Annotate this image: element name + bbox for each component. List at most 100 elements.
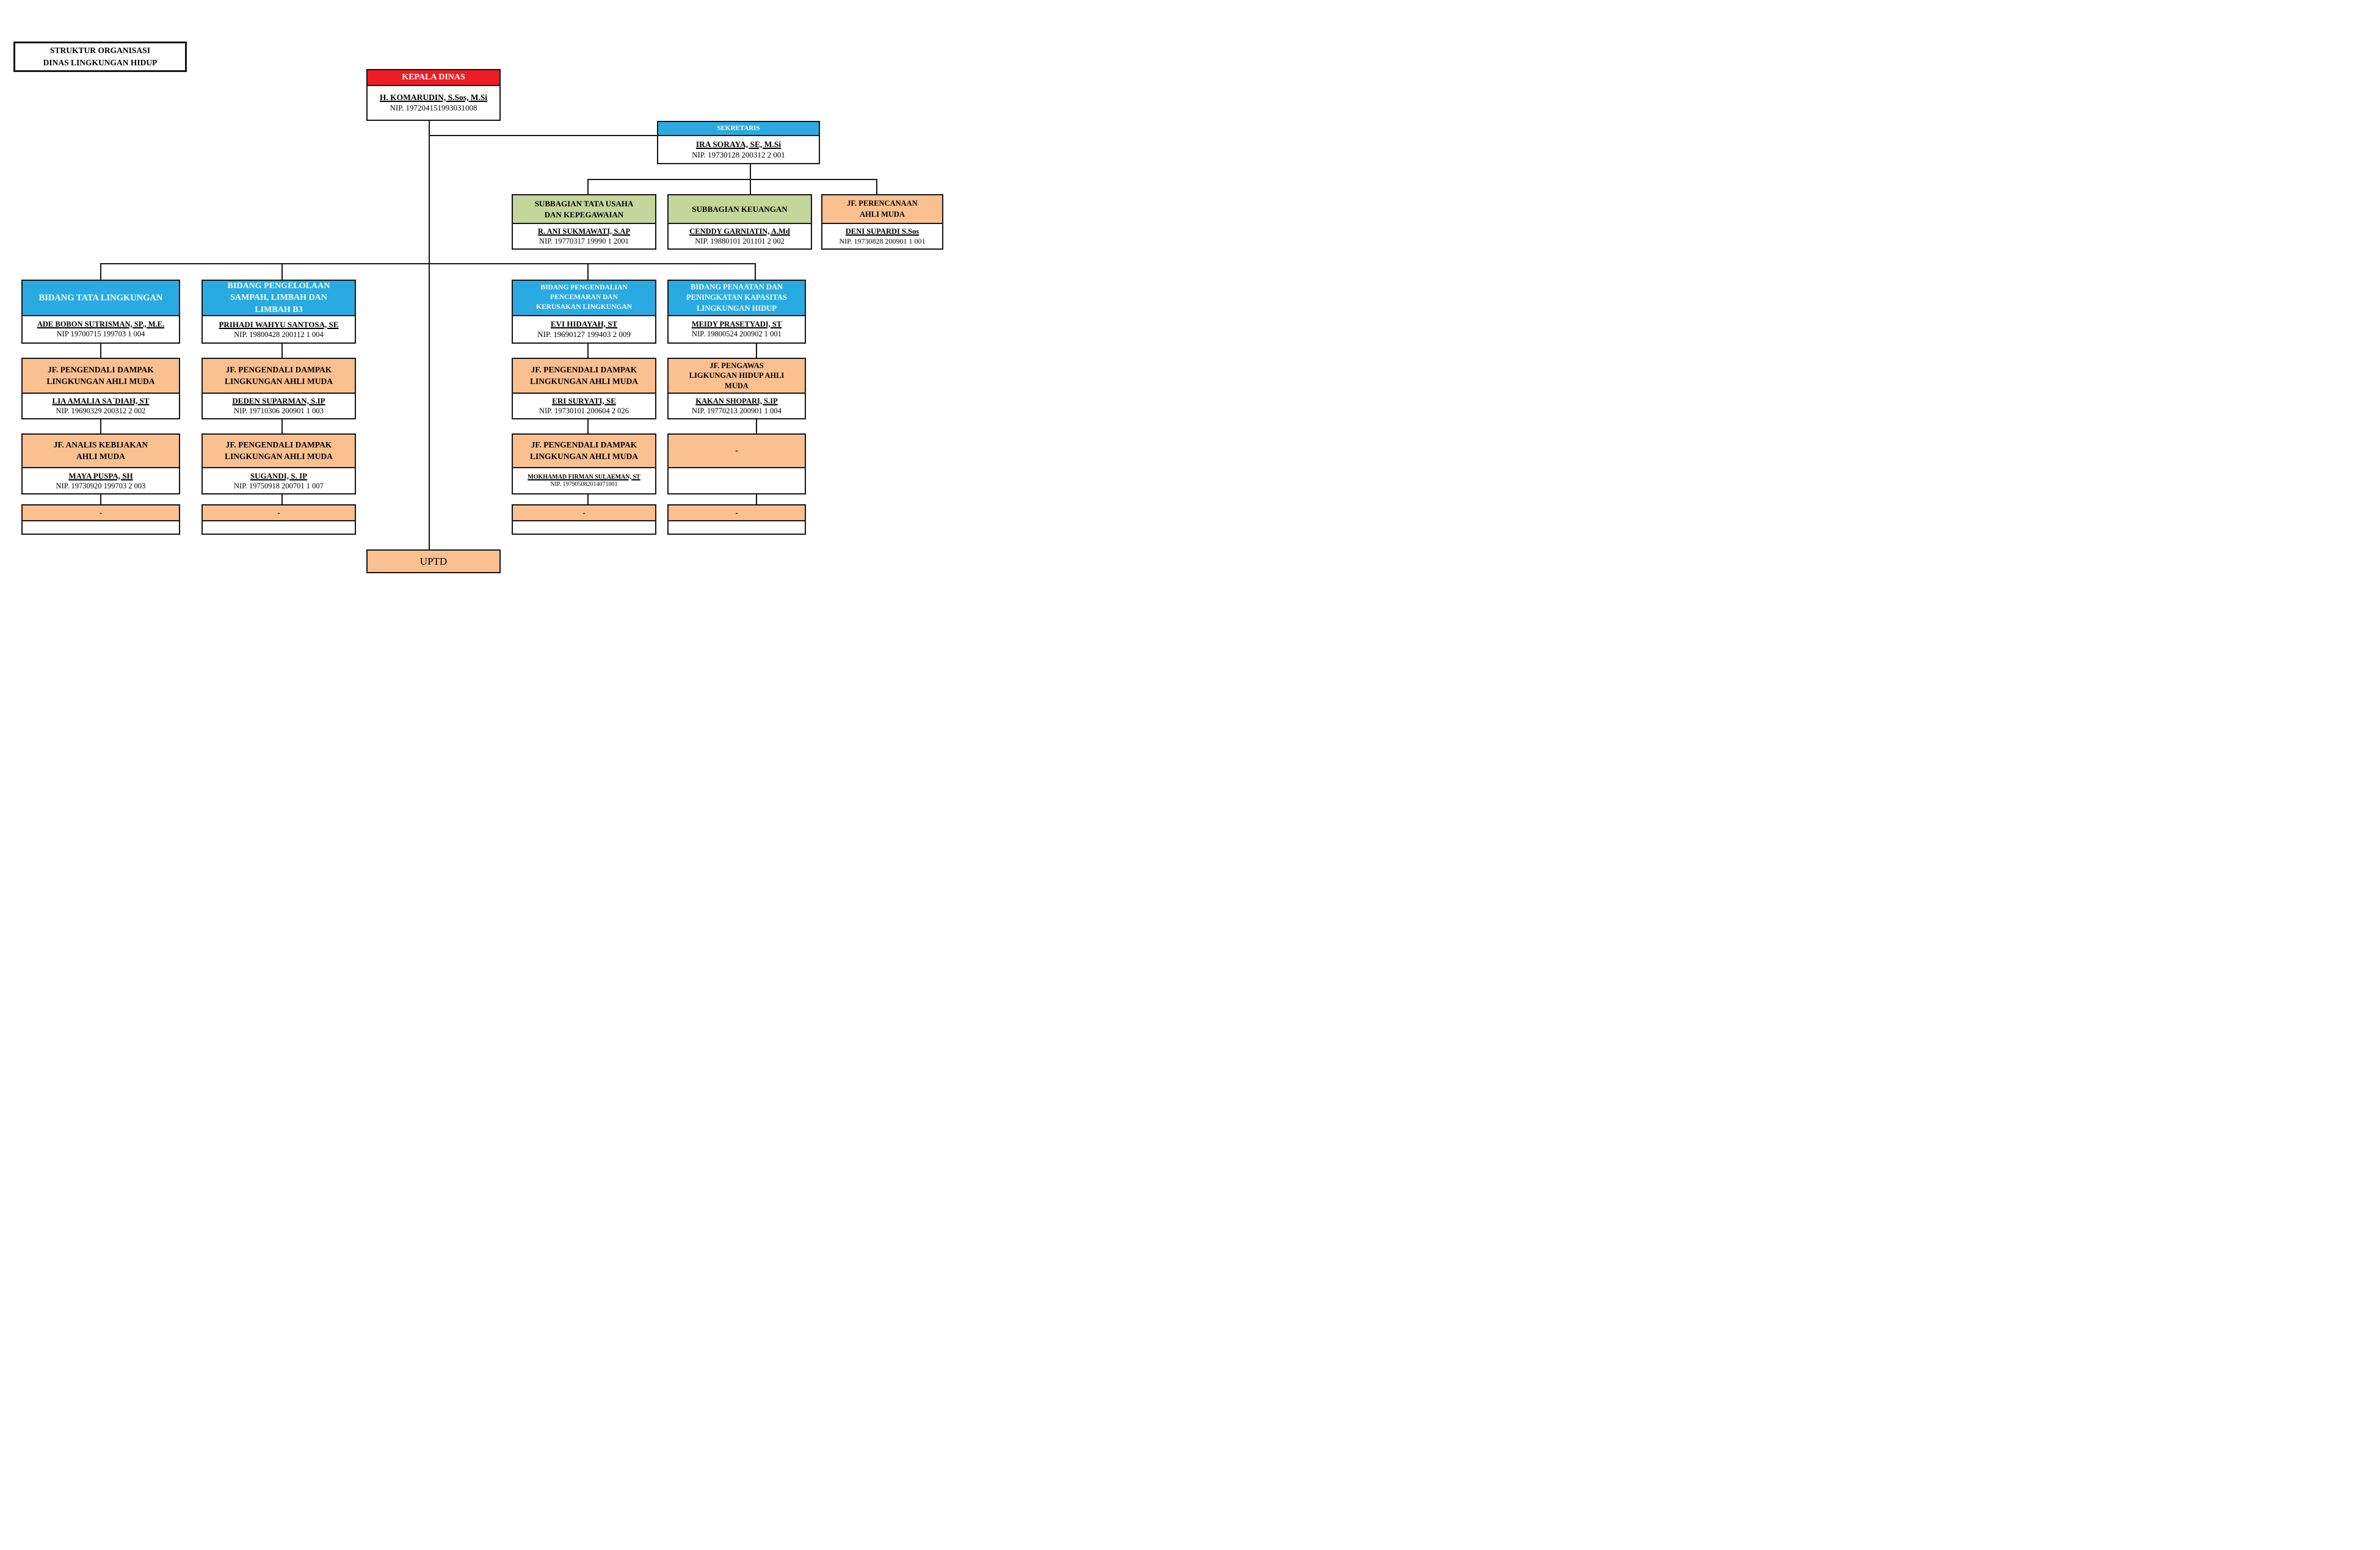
- connector-line: [281, 419, 283, 433]
- person-name: MAYA PUSPA, SH: [68, 471, 133, 480]
- node-subbagian-keuangan: SUBBAGIAN KEUANGAN CENDDY GARNIATIN, A.M…: [667, 194, 812, 250]
- node-header: JF. PENGENDALI DAMPAK LINGKUNGAN AHLI MU…: [23, 359, 179, 394]
- uptd-label: UPTD: [419, 555, 448, 567]
- person-nip: NIP. 19730828 200901 1 001: [839, 236, 926, 245]
- connector-line: [587, 419, 589, 433]
- person-nip: NIP. 19730128 200312 2 001: [692, 150, 785, 159]
- connector-line: [100, 419, 101, 433]
- node-jf-pengendali-dampak-3: JF. PENGENDALI DAMPAK LINGKUNGAN AHLI MU…: [512, 358, 656, 419]
- person-name: MOKHAMAD FIRMAN SULAEMAN, ST: [528, 474, 640, 480]
- connector-line: [587, 494, 589, 504]
- node-vacant-4: -: [512, 504, 656, 535]
- node-vacant-2: -: [21, 504, 180, 535]
- node-jf-pengendali-dampak-2: JF. PENGENDALI DAMPAK LINGKUNGAN AHLI MU…: [201, 358, 356, 419]
- node-header: JF. PENGAWAS LIGKUNGAN HIDUP AHLI MUDA: [669, 359, 805, 394]
- connector-line: [281, 343, 283, 358]
- person-nip: NIP. 19690127 199403 2 009: [537, 330, 631, 339]
- node-bidang-pengelolaan-sampah: BIDANG PENGELOLAAN SAMPAH, LIMBAH DAN LI…: [201, 280, 356, 344]
- person-nip: NIP. 19770213 200901 1 004: [692, 406, 782, 415]
- person-name: H. KOMARUDIN, S.Sos, M.Si: [379, 93, 488, 102]
- connector-line: [756, 419, 757, 433]
- node-header: JF. PENGENDALI DAMPAK LINGKUNGAN AHLI MU…: [513, 435, 655, 468]
- person-name: ERI SURYATI, SE: [552, 396, 616, 405]
- person-nip: NIP. 19800524 200902 1 001: [692, 330, 782, 338]
- node-jf-perencanaan-ahli-muda: JF. PERENCANAAN AHLI MUDA DENI SUPARDI S…: [821, 194, 943, 250]
- node-header: BIDANG TATA LINGKUNGAN: [23, 281, 179, 316]
- node-bidang-tata-lingkungan: BIDANG TATA LINGKUNGAN ADE BOBON SUTRISM…: [21, 280, 180, 344]
- connector-line: [587, 179, 877, 180]
- person-nip: NIP. 197204151993031008: [390, 103, 477, 112]
- connector-line: [587, 263, 589, 280]
- connector-line: [587, 343, 589, 358]
- node-vacant-3: -: [201, 504, 356, 535]
- node-header: JF. PENGENDALI DAMPAK LINGKUNGAN AHLI MU…: [203, 359, 355, 394]
- chart-title-line2: DINAS LINGKUNGAN HIDUP: [43, 58, 158, 67]
- person-name: KAKAN SHOPARI, S.IP: [695, 396, 778, 405]
- node-header: -: [23, 505, 179, 521]
- node-header: JF. PENGENDALI DAMPAK LINGKUNGAN AHLI MU…: [203, 435, 355, 468]
- connector-line: [100, 343, 101, 358]
- person-name: SUGANDI, S. IP: [250, 471, 308, 480]
- empty-body: [203, 521, 355, 534]
- node-header: JF. PERENCANAAN AHLI MUDA: [822, 195, 942, 224]
- empty-body: [23, 521, 179, 534]
- person-name: ADE BOBON SUTRISMAN, SP., M.E.: [37, 320, 165, 328]
- node-uptd: UPTD: [366, 549, 501, 573]
- empty-body: [669, 468, 805, 493]
- node-bidang-penaatan: BIDANG PENAATAN DAN PENINGKATAN KAPASITA…: [667, 280, 806, 344]
- connector-line: [756, 343, 757, 358]
- person-name: DENI SUPARDI S.Sos: [845, 226, 920, 236]
- node-header: -: [203, 505, 355, 521]
- node-header: SUBBAGIAN TATA USAHA DAN KEPEGAWAIAN: [513, 195, 655, 224]
- person-nip: NIP. 19730101 200604 2 026: [539, 407, 629, 415]
- person-name: PRIHADI WAHYU SANTOSA, SE: [219, 319, 339, 329]
- person-name: IRA SORAYA, SE, M.Si: [695, 139, 782, 149]
- node-header: SEKRETARIS: [658, 122, 819, 136]
- person-nip: NIP. 19800428 200112 1 004: [234, 330, 324, 339]
- person-name: EVI HIDAYAH, ST: [550, 319, 618, 328]
- connector-line: [100, 494, 101, 504]
- connector-line: [429, 135, 658, 136]
- connector-line: [756, 494, 757, 504]
- connector-line: [100, 263, 101, 280]
- node-header: BIDANG PENAATAN DAN PENINGKATAN KAPASITA…: [669, 281, 805, 316]
- node-jf-pengawas-lingkungan: JF. PENGAWAS LIGKUNGAN HIDUP AHLI MUDA K…: [667, 358, 806, 419]
- person-nip: NIP. 197905082014071001: [550, 481, 618, 488]
- connector-line: [429, 120, 430, 551]
- person-name: DEDEN SUPARMAN, S.IP: [232, 396, 325, 405]
- connector-line: [281, 263, 283, 280]
- node-jf-pengendali-dampak-1: JF. PENGENDALI DAMPAK LINGKUNGAN AHLI MU…: [21, 358, 180, 419]
- person-nip: NIP. 19730920 199703 2 003: [56, 481, 146, 490]
- connector-line: [100, 263, 756, 264]
- connector-line: [587, 179, 589, 194]
- person-nip: NIP 19700715 199703 1 004: [56, 330, 145, 338]
- node-vacant-5: -: [667, 504, 806, 535]
- node-jf-analis-kebijakan: JF. ANALIS KEBIJAKAN AHLI MUDA MAYA PUSP…: [21, 433, 180, 494]
- node-kepala-dinas: KEPALA DINAS H. KOMARUDIN, S.Sos, M.Si N…: [366, 69, 501, 121]
- node-vacant-1: -: [667, 433, 806, 494]
- node-sekretaris: SEKRETARIS IRA SORAYA, SE, M.Si NIP. 197…: [657, 121, 820, 164]
- org-chart-canvas: STRUKTUR ORGANISASI DINAS LINGKUNGAN HID…: [0, 0, 957, 623]
- node-header: JF. ANALIS KEBIJAKAN AHLI MUDA: [23, 435, 179, 468]
- person-nip: NIP. 19710306 200901 1 003: [234, 407, 324, 415]
- node-subbagian-tata-usaha: SUBBAGIAN TATA USAHA DAN KEPEGAWAIAN R. …: [512, 194, 656, 250]
- empty-body: [669, 521, 805, 534]
- node-header: BIDANG PENGENDALIAN PENCEMARAN DAN KERUS…: [513, 281, 655, 316]
- node-header: KEPALA DINAS: [368, 70, 499, 86]
- node-header: -: [669, 435, 805, 468]
- node-header: -: [669, 505, 805, 521]
- person-name: MEIDY PRASETYADI, ST: [691, 320, 782, 328]
- node-header: SUBBAGIAN KEUANGAN: [669, 195, 811, 224]
- person-nip: NIP. 19690329 200312 2 002: [56, 407, 146, 415]
- person-name: R. ANI SUKMAWATI, S.AP: [537, 226, 631, 236]
- person-name: CENDDY GARNIATIN, A.Md: [689, 226, 790, 236]
- person-nip: NIP. 19880101 201101 2 002: [695, 236, 785, 245]
- connector-line: [281, 494, 283, 504]
- node-jf-pengendali-dampak-4: JF. PENGENDALI DAMPAK LINGKUNGAN AHLI MU…: [201, 433, 356, 494]
- person-nip: NIP. 19750918 200701 1 007: [234, 481, 324, 490]
- person-nip: NIP. 19770317 19990 1 2001: [539, 236, 629, 245]
- node-header: BIDANG PENGELOLAAN SAMPAH, LIMBAH DAN LI…: [203, 281, 355, 316]
- connector-line: [755, 263, 756, 280]
- connector-line: [876, 179, 877, 194]
- chart-title-line1: STRUKTUR ORGANISASI: [50, 45, 150, 55]
